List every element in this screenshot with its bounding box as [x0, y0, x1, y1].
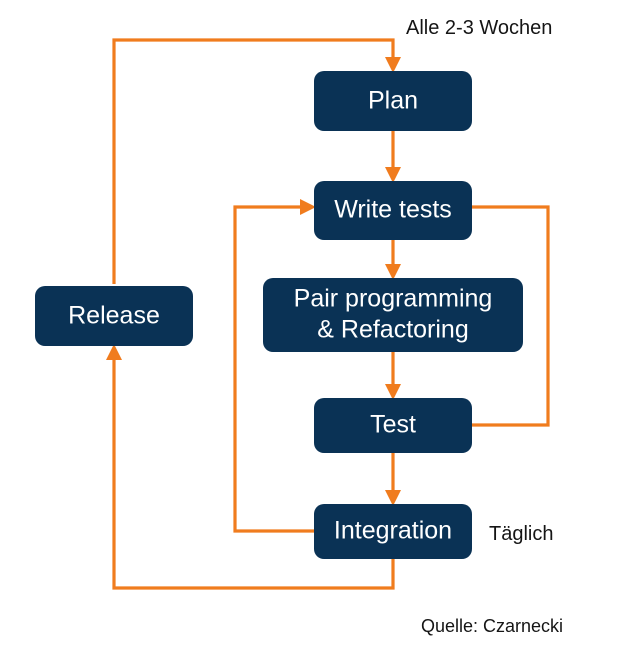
node-release-box[interactable]: [35, 286, 193, 346]
node-pair-programming-label-line2: & Refactoring: [317, 316, 468, 344]
arrowhead-plan-to-write-tests: [385, 167, 401, 183]
node-write-tests-label: Write tests: [334, 196, 452, 224]
arrowhead-write-tests-to-pair-programming: [385, 264, 401, 280]
source-caption: Quelle: Czarnecki: [421, 616, 563, 636]
node-group: Plan Write tests Pair programming & Refa…: [35, 71, 523, 559]
node-integration-label: Integration: [334, 517, 452, 545]
annotation-iteration-cadence: Alle 2-3 Wochen: [406, 17, 552, 39]
node-release[interactable]: Release: [35, 286, 193, 346]
edge-integration-back-to-write-tests: [233, 205, 314, 533]
node-write-tests[interactable]: Write tests: [314, 181, 472, 240]
edge-release-to-plan: [112, 38, 395, 284]
node-release-label: Release: [68, 302, 160, 330]
node-pair-programming[interactable]: Pair programming & Refactoring: [263, 278, 523, 352]
arrowhead-integration-to-release: [106, 344, 122, 360]
node-integration-box[interactable]: [314, 504, 472, 559]
arrowhead-integration-back-to-write-tests: [300, 199, 316, 215]
annotation-daily-cadence: Täglich: [489, 523, 553, 545]
node-plan[interactable]: Plan: [314, 71, 472, 131]
node-pair-programming-box[interactable]: [263, 278, 523, 352]
annotation-group: Alle 2-3 Wochen Täglich Quelle: Czarneck…: [406, 17, 563, 636]
node-test-box[interactable]: [314, 398, 472, 453]
arrowhead-release-to-plan: [385, 57, 401, 73]
node-plan-box[interactable]: [314, 71, 472, 131]
node-test-label: Test: [370, 411, 416, 439]
node-plan-label: Plan: [368, 87, 418, 115]
node-integration[interactable]: Integration: [314, 504, 472, 559]
arrowhead-test-to-integration: [385, 490, 401, 506]
node-pair-programming-label-line1: Pair programming: [294, 285, 493, 313]
node-test[interactable]: Test: [314, 398, 472, 453]
node-write-tests-box[interactable]: [314, 181, 472, 240]
arrowhead-pair-programming-to-test: [385, 384, 401, 400]
edge-integration-to-release: [112, 354, 395, 590]
